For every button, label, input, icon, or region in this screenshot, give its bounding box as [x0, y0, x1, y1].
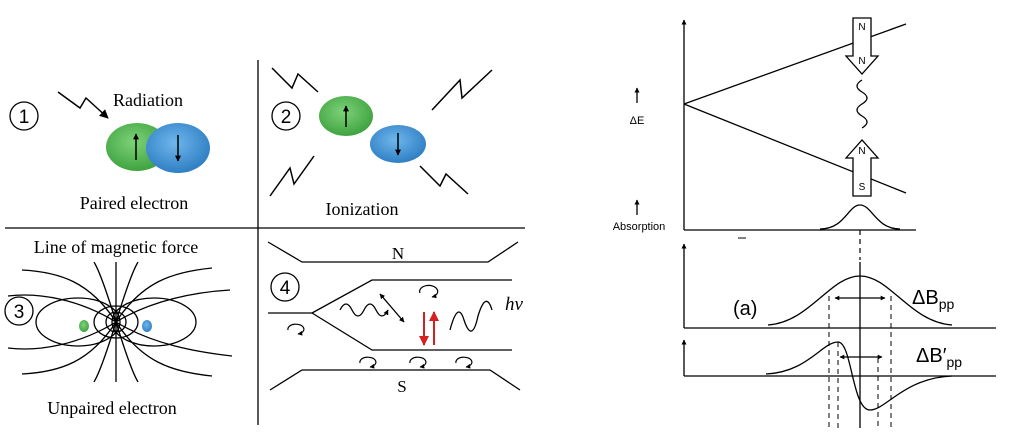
quadrant-3-magnetic-field: Line of magnetic force 3 Unpaired electr…	[4, 237, 233, 418]
zigzag-top-left	[271, 67, 319, 93]
north-pole-plate	[267, 241, 519, 263]
absorption-label: Absorption	[613, 221, 666, 233]
photon-wave-right	[449, 300, 493, 332]
north-label-bottom: N	[858, 146, 865, 157]
line-of-magnetic-force-label: Line of magnetic force	[34, 237, 198, 257]
photon-wave-left	[339, 303, 389, 317]
quadrant-number-2	[271, 101, 301, 131]
radiation-label: Radiation	[113, 90, 183, 110]
field-lines	[7, 261, 233, 383]
delta-bpp-subscript: pp	[939, 296, 955, 312]
north-label-top: N	[858, 22, 865, 33]
south-pole-label: S	[397, 377, 406, 396]
epr-top-panel: ΔE Absorption N N N S	[613, 17, 916, 260]
quadrant-number-3	[4, 296, 34, 326]
quadrant-number-1	[9, 101, 39, 131]
north-label-mid: N	[858, 56, 865, 67]
delta-bpp-prime-subscript: pp	[946, 354, 962, 370]
zigzag-bottom-left	[269, 155, 315, 197]
north-pole-label: N	[392, 244, 404, 263]
quadrant-2-ionization: 2 Ionization	[269, 67, 493, 219]
quadrant-number-1-label: 1	[19, 107, 30, 128]
quadrant-1-paired-electron: 1 Radiation Paired electron	[9, 90, 210, 213]
absorption-peak	[819, 204, 901, 230]
delta-e-label: ΔE	[630, 115, 645, 127]
quadrant-number-2-label: 2	[281, 107, 292, 128]
unpaired-electron-caption: Unpaired electron	[47, 398, 176, 418]
south-label: S	[859, 182, 866, 193]
radiation-zigzag	[57, 91, 109, 119]
quadrant-number-4	[270, 272, 300, 302]
zigzag-top-right	[431, 69, 493, 111]
spin-down-arrow	[844, 17, 880, 75]
quadrant-4-resonance: 4 N S hν	[267, 241, 524, 396]
delta-bpp-prime-main: ΔB′	[916, 345, 947, 367]
energy-split-lines	[268, 279, 512, 351]
delta-bpp-label: ΔBpp	[912, 287, 954, 312]
microwave-wave	[856, 79, 868, 129]
blue-unpaired-electron	[142, 320, 152, 332]
delta-bpp-prime-label: ΔB′pp	[916, 345, 962, 370]
diagonal-arrow	[379, 293, 405, 323]
delta-bpp-main: ΔB	[912, 287, 939, 309]
quadrant-dividers	[5, 60, 525, 425]
quadrant-number-3-label: 3	[14, 302, 25, 323]
label-a: (a)	[733, 298, 757, 320]
quadrant-number-4-label: 4	[280, 278, 291, 299]
zigzag-bottom-right	[419, 165, 469, 195]
spin-curls	[287, 284, 473, 369]
epr-bottom-panel: ΔB′pp	[681, 330, 996, 428]
photon-energy-label: hν	[505, 294, 524, 315]
lower-energy-level	[683, 103, 907, 194]
spin-up-arrow	[844, 139, 880, 197]
south-pole-plate	[269, 369, 521, 391]
upper-energy-level	[683, 23, 907, 105]
derivative-curve	[765, 341, 953, 411]
green-unpaired-electron	[79, 320, 89, 332]
epr-middle-panel: (a) ΔBpp	[681, 243, 996, 428]
paired-electron-caption: Paired electron	[80, 193, 188, 213]
ionization-caption: Ionization	[326, 199, 399, 219]
